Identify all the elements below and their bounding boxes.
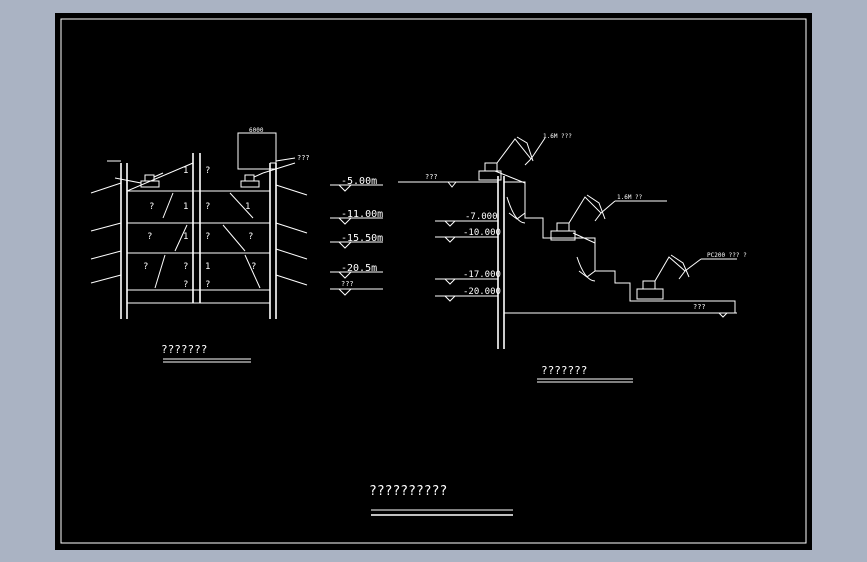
excavation-profile xyxy=(504,181,736,314)
cut-line xyxy=(174,224,188,252)
leader-line xyxy=(684,258,702,272)
excavator-icon xyxy=(636,254,690,300)
level-label: -15.50m xyxy=(341,233,383,244)
level-marker: -20.000 xyxy=(435,287,501,302)
bottom-marker xyxy=(717,312,729,318)
level-label: -20.5m xyxy=(341,263,377,274)
ground-marker xyxy=(446,181,458,188)
drawing-sheet: 6000 xyxy=(55,13,812,550)
cut-line xyxy=(222,224,246,252)
leader-line xyxy=(114,177,142,184)
level-marker: -15.50m xyxy=(330,233,383,249)
level-marker: -11.00m xyxy=(330,209,383,225)
right-anchor xyxy=(275,248,308,260)
cell-mark: ? xyxy=(149,202,154,212)
left-anchor xyxy=(90,274,122,284)
right-section: ??? ??? -7.000 -10.000 -17.000 -20.000 xyxy=(398,133,747,383)
cell-mark: ? xyxy=(248,232,253,242)
cell-mark: 1 xyxy=(245,202,250,212)
cell-mark: ? xyxy=(205,166,210,176)
level-marker: -7.000 xyxy=(435,212,498,227)
leader-line xyxy=(262,162,296,174)
level-marker: -10.000 xyxy=(435,228,501,243)
right-anchor xyxy=(275,274,308,286)
cell-mark: ? xyxy=(205,232,210,242)
cut-line xyxy=(244,254,261,289)
cell-mark: ? xyxy=(143,262,148,272)
level-label: -7.000 xyxy=(465,212,498,222)
cell-mark: ? xyxy=(183,280,188,290)
level-label: -20.000 xyxy=(463,287,501,297)
cell-mark: ? xyxy=(251,262,256,272)
cell-mark: ? xyxy=(147,232,152,242)
right-anchor xyxy=(275,222,308,234)
excavator-label: 1.6M ??? xyxy=(543,133,572,140)
level-label: -11.00m xyxy=(341,209,383,220)
left-section-title: ??????? xyxy=(161,343,207,356)
cell-mark: ? xyxy=(205,280,210,290)
right-section-title: ??????? xyxy=(541,364,587,377)
excavator-icon xyxy=(550,194,606,282)
left-anchor xyxy=(90,222,122,232)
level-label: -17.000 xyxy=(463,270,501,280)
sheet-frame xyxy=(60,18,807,544)
right-ground-line xyxy=(275,157,296,162)
level-marker: ??? xyxy=(330,280,383,296)
left-anchor xyxy=(90,250,122,260)
level-marker: -17.000 xyxy=(435,270,501,285)
cut-line xyxy=(162,192,174,219)
cut-line xyxy=(154,254,166,289)
left-anchor xyxy=(90,182,122,194)
leader-line xyxy=(600,200,616,214)
level-label: -10.000 xyxy=(463,228,501,238)
excavator-label: PC200 ??? ? xyxy=(707,252,747,259)
level-label: ??? xyxy=(341,280,354,288)
cut-line xyxy=(229,192,254,219)
cell-mark: 1 xyxy=(205,262,210,272)
excavator-label: 1.6M ?? xyxy=(617,194,643,201)
left-top-slope xyxy=(126,162,194,192)
leader-line xyxy=(530,137,546,160)
level-label: -5.00m xyxy=(341,176,377,187)
excavator-icon xyxy=(478,136,534,224)
top-dimension-box xyxy=(237,132,277,170)
cell-mark: ? xyxy=(205,202,210,212)
cad-drawing: 6000 xyxy=(60,18,807,544)
bottom-label: ??? xyxy=(693,303,706,311)
right-anchor xyxy=(275,184,308,196)
top-dimension-text: 6000 xyxy=(249,127,264,134)
level-marker: -20.5m xyxy=(330,263,383,279)
cell-mark: 1 xyxy=(183,202,188,212)
cell-mark: ? xyxy=(183,262,188,272)
left-section: 6000 xyxy=(90,127,383,363)
cell-mark: 1 xyxy=(183,232,188,242)
ground-label: ??? xyxy=(425,173,438,181)
level-marker: -5.00m xyxy=(330,176,383,192)
ground-label: ??? xyxy=(297,154,310,162)
excavator-icon xyxy=(240,172,264,188)
excavator-icon xyxy=(140,172,164,188)
main-title: ?????????? xyxy=(369,484,447,499)
cell-mark: 1 xyxy=(183,166,188,176)
